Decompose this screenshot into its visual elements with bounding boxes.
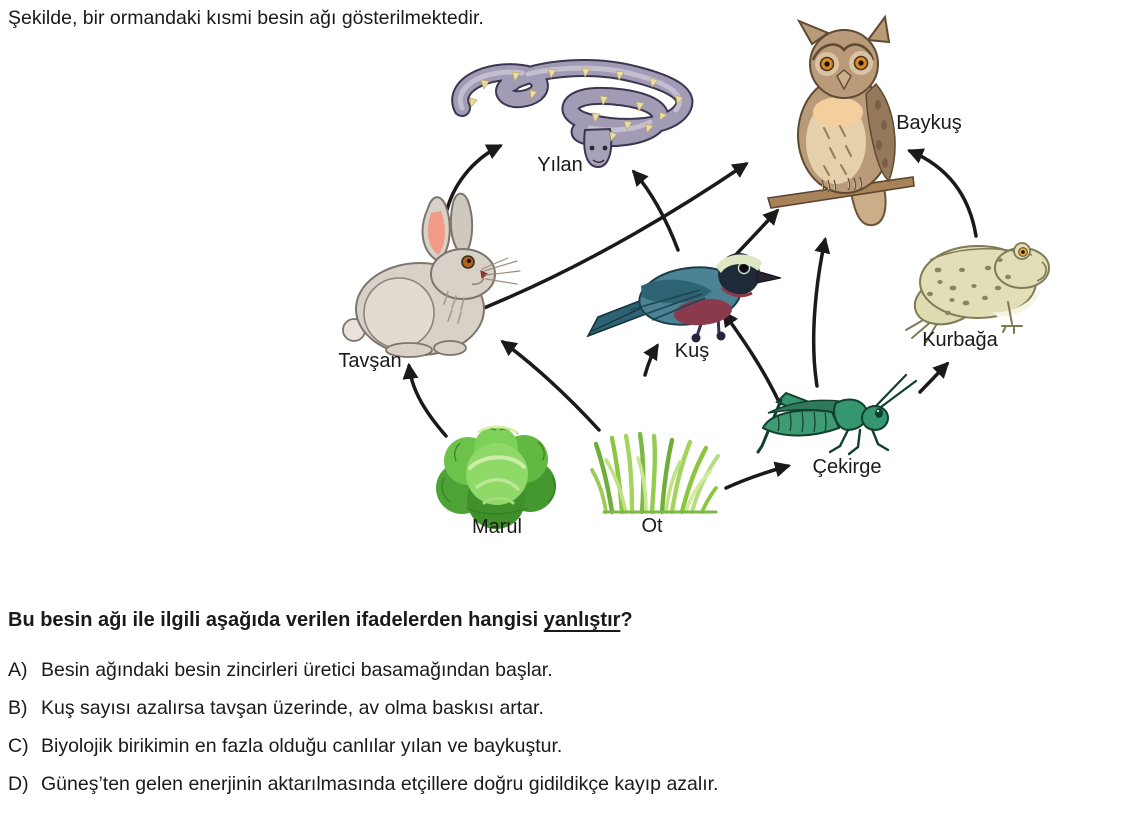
arrow-ot-to-tavsan <box>500 340 601 432</box>
option-b: B) Kuş sayısı azalırsa tavşan üzerinde, … <box>8 689 1108 727</box>
option-c-letter: C) <box>8 734 29 757</box>
snake-illustration <box>451 59 694 169</box>
question-prefix: Bu besin ağı ile ilgili aşağıda verilen … <box>8 609 544 631</box>
arrow-kus-to-baykus <box>728 208 780 263</box>
option-a: A) Besin ağındaki besin zincirleri üreti… <box>8 651 1108 689</box>
option-b-text: Kuş sayısı azalırsa tavşan üzerinde, av … <box>41 696 544 719</box>
label-yilan: Yılan <box>537 154 583 176</box>
rabbit-illustration <box>342 192 521 358</box>
label-marul: Marul <box>472 516 522 538</box>
intro-text: Şekilde, bir ormandaki kısmi besin ağı g… <box>8 7 484 29</box>
label-ot: Ot <box>641 515 663 537</box>
option-a-text: Besin ağındaki besin zincirleri üretici … <box>41 658 553 681</box>
question-stem: Bu besin ağı ile ilgili aşağıda verilen … <box>8 609 633 632</box>
label-baykus: Baykuş <box>896 112 962 134</box>
arrow-cekirge-to-kus <box>722 310 782 406</box>
option-b-letter: B) <box>8 696 28 719</box>
frog-illustration <box>905 242 1050 343</box>
arrow-cekirge-to-kurbaga <box>918 361 950 394</box>
grass-illustration <box>590 431 720 515</box>
arrow-kurbaga-to-baykus <box>907 148 978 238</box>
arrow-kus-to-yilan <box>631 169 680 252</box>
option-d-text: Güneş’ten gelen enerjinin aktarılmasında… <box>41 772 719 795</box>
label-cekirge: Çekirge <box>813 456 882 478</box>
option-c: C) Biyolojik birikimin en fazla olduğu c… <box>8 727 1108 765</box>
owl-illustration <box>766 14 915 227</box>
question-keyword-underlined: yanlıştır <box>543 609 621 631</box>
option-d-letter: D) <box>8 772 29 795</box>
arrow-tavsan-to-baykus <box>462 162 749 318</box>
option-a-letter: A) <box>8 658 28 681</box>
arrow-ot-to-cekirge <box>724 461 792 490</box>
grasshopper-illustration <box>756 373 918 456</box>
option-d: D) Güneş’ten gelen enerjinin aktarılması… <box>8 765 1108 803</box>
arrow-marul-to-tavsan <box>402 362 448 438</box>
answer-options: A) Besin ağındaki besin zincirleri üreti… <box>8 651 1108 803</box>
question-suffix: ? <box>620 609 633 631</box>
food-web-diagram: Yılan Baykuş Tavşan Kuş Kurbağa Çekirge … <box>338 14 1050 538</box>
label-tavsan: Tavşan <box>338 350 401 372</box>
arrow-tavsan-to-yilan <box>444 144 503 216</box>
label-kurbaga: Kurbağa <box>922 329 998 351</box>
arrow-cekirge-to-baykus <box>811 236 831 388</box>
bird-illustration <box>586 253 782 343</box>
arrow-ot-to-kus <box>643 343 659 377</box>
label-kus: Kuş <box>675 340 709 362</box>
lettuce-illustration <box>436 425 556 529</box>
option-c-text: Biyolojik birikimin en fazla olduğu canl… <box>41 734 563 757</box>
